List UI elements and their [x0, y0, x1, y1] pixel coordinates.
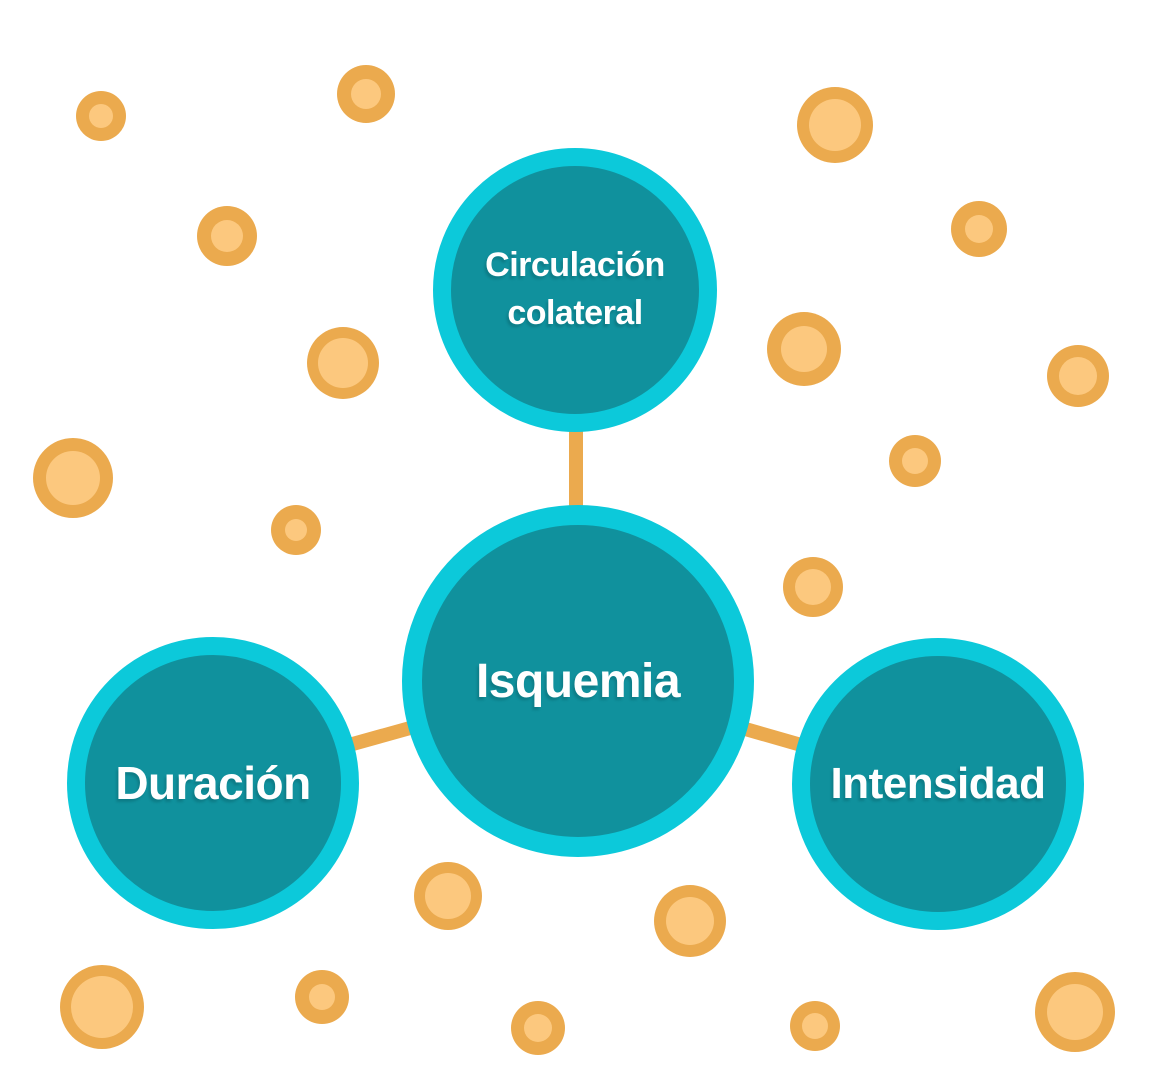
background-dot	[767, 312, 841, 386]
node-label: Circulación colateral	[485, 246, 665, 332]
background-dot-highlight	[524, 1014, 552, 1042]
node-label: Duración	[115, 757, 311, 809]
background-dot	[951, 201, 1007, 257]
background-dot-highlight	[89, 104, 113, 128]
node-circulacion-colateral: Circulación colateral	[433, 148, 717, 432]
background-dot-highlight	[351, 79, 381, 109]
background-dot	[511, 1001, 565, 1055]
background-dot-highlight	[965, 215, 993, 243]
background-dot-highlight	[318, 338, 368, 388]
background-dot-highlight	[1047, 984, 1103, 1040]
background-dot	[790, 1001, 840, 1051]
background-dot	[307, 327, 379, 399]
background-dot-highlight	[902, 448, 928, 474]
background-dot	[60, 965, 144, 1049]
background-dot	[654, 885, 726, 957]
background-dot	[1047, 345, 1109, 407]
background-dot	[271, 505, 321, 555]
background-dot	[197, 206, 257, 266]
background-dot-highlight	[309, 984, 335, 1010]
node-intensidad: Intensidad	[792, 638, 1084, 930]
background-dot-highlight	[666, 897, 714, 945]
background-dot-highlight	[46, 451, 100, 505]
background-dot-highlight	[285, 519, 307, 541]
background-dot-highlight	[809, 99, 861, 151]
background-dot	[414, 862, 482, 930]
node-label: Intensidad	[830, 759, 1046, 808]
background-dot	[1035, 972, 1115, 1052]
background-dot	[797, 87, 873, 163]
background-dot	[889, 435, 941, 487]
background-dot	[33, 438, 113, 518]
background-dot-highlight	[802, 1013, 828, 1039]
node-label: Isquemia	[475, 654, 681, 708]
background-dot	[295, 970, 349, 1024]
background-dot-highlight	[71, 976, 133, 1038]
background-dot	[783, 557, 843, 617]
node-duracion: Duración	[67, 637, 359, 929]
background-dot-highlight	[1059, 357, 1097, 395]
background-dot-highlight	[425, 873, 471, 919]
background-dot	[76, 91, 126, 141]
node-isquemia: Isquemia	[402, 505, 754, 857]
background-dot-highlight	[795, 569, 831, 605]
background-dot-highlight	[781, 326, 827, 372]
background-dot	[337, 65, 395, 123]
background-dot-highlight	[211, 220, 243, 252]
